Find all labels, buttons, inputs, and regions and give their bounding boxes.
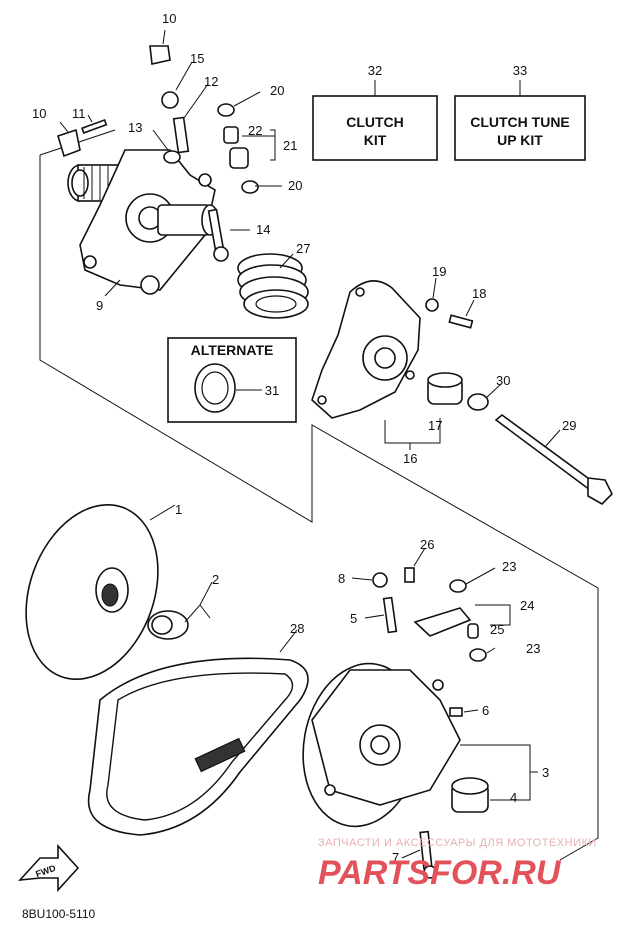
callout-23-bottom: 23 — [526, 641, 540, 656]
nut-part-19 — [425, 298, 439, 312]
callout-16: 16 — [403, 451, 417, 466]
callout-17: 17 — [428, 418, 442, 433]
forward-arrow-icon: FWD — [18, 843, 80, 893]
callout-10-top: 10 — [162, 11, 176, 26]
callout-13: 13 — [128, 120, 142, 135]
assembly-frame-line — [39, 155, 599, 861]
callout-27: 27 — [296, 241, 310, 256]
clip-part-left — [57, 128, 81, 158]
callout-22: 22 — [248, 123, 262, 138]
collar-part-25 — [467, 623, 479, 639]
alternate-ring-part — [194, 363, 236, 413]
callout-23-top: 23 — [502, 559, 516, 574]
callout-2: 2 — [212, 572, 219, 587]
bolt-part-7 — [419, 830, 437, 879]
callout-24: 24 — [520, 598, 534, 613]
callout-32: 32 — [368, 63, 382, 78]
moveable-sheave-part — [302, 662, 461, 828]
clutch-kit-line1: CLUTCH — [346, 114, 404, 130]
arm-part-24 — [413, 607, 472, 637]
bushing-part-large — [229, 147, 249, 169]
clutch-kit-line2: KIT — [364, 132, 387, 148]
bolt-part-26 — [404, 567, 415, 583]
callout-20-top: 20 — [270, 83, 284, 98]
callout-8: 8 — [338, 571, 345, 586]
long-bolt-part — [494, 413, 613, 505]
callout-12: 12 — [204, 74, 218, 89]
bushing-part-4 — [451, 777, 489, 813]
pin-part — [81, 118, 108, 134]
callout-28: 28 — [290, 621, 304, 636]
pin-part-5 — [382, 596, 398, 634]
watermark-tagline: ЗАПЧАСТИ И АКСЕССУАРЫ ДЛЯ МОТОТЕХНИКИ — [318, 837, 597, 849]
sheave-part — [25, 504, 159, 680]
callout-9: 9 — [96, 298, 103, 313]
clutch-kit-box — [312, 95, 438, 161]
clutch-tune-up-kit-box — [454, 95, 586, 161]
callout-7: 7 — [392, 850, 399, 865]
washer-part-23-bottom — [469, 648, 487, 662]
callout-5: 5 — [350, 611, 357, 626]
reference-code: 8BU100-5110 — [22, 907, 95, 921]
clip-part-top — [149, 45, 171, 65]
bushing-part-2 — [147, 610, 189, 640]
washer-part-bottom — [241, 180, 259, 194]
nut-part-8 — [372, 572, 388, 588]
roller-part — [163, 150, 181, 164]
watermark: ЗАПЧАСТИ И АКСЕССУАРЫ ДЛЯ МОТОТЕХНИКИ PA… — [318, 837, 597, 892]
bushing-part-17 — [427, 372, 463, 405]
drive-belt-part — [87, 657, 309, 836]
bushing-part-small — [223, 126, 239, 144]
callout-21: 21 — [283, 138, 297, 153]
tune-up-kit-line1: CLUTCH TUNE — [470, 114, 570, 130]
shaft-part — [172, 116, 190, 154]
leader-lines — [59, 29, 561, 859]
callout-31: 31 — [265, 383, 279, 398]
bolt-part-18 — [448, 314, 474, 329]
callout-15: 15 — [190, 51, 204, 66]
callout-14: 14 — [256, 222, 270, 237]
washer-part-23-top — [449, 579, 467, 593]
belt-teeth — [194, 737, 246, 773]
nut-part — [161, 91, 179, 109]
callout-18: 18 — [472, 286, 486, 301]
clip-part-30 — [467, 393, 489, 411]
screw-part-6 — [449, 707, 463, 717]
callout-25: 25 — [490, 622, 504, 637]
callout-numbers: 1 2 3 4 5 6 7 8 9 10 10 11 12 13 14 15 1… — [32, 11, 576, 865]
callout-3: 3 — [542, 765, 549, 780]
callout-30: 30 — [496, 373, 510, 388]
cover-plate-part — [311, 280, 421, 419]
alternate-title: ALTERNATE — [191, 342, 274, 358]
washer-part-top — [217, 103, 235, 117]
spider-hub-part — [67, 149, 219, 295]
callout-20-bottom: 20 — [288, 178, 302, 193]
callout-19: 19 — [432, 264, 446, 279]
spring-part — [237, 253, 309, 319]
callout-1: 1 — [175, 502, 182, 517]
callout-10-left: 10 — [32, 106, 46, 121]
watermark-brand: PARTSFOR.RU — [318, 854, 562, 892]
callout-6: 6 — [482, 703, 489, 718]
callout-26: 26 — [420, 537, 434, 552]
callout-4: 4 — [510, 790, 517, 805]
callout-33: 33 — [513, 63, 527, 78]
tune-up-kit-line2: UP KIT — [497, 132, 543, 148]
callout-29: 29 — [562, 418, 576, 433]
bolt-part-14 — [207, 208, 229, 262]
callout-11: 11 — [72, 106, 86, 121]
